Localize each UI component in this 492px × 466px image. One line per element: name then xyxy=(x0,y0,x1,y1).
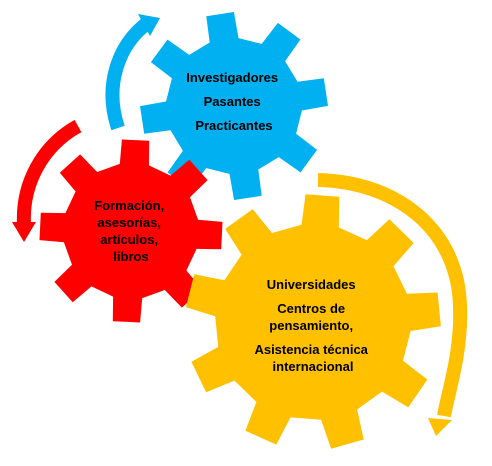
red-gear-line: artículos, xyxy=(100,232,158,247)
blue-gear-line: Practicantes xyxy=(195,118,272,133)
yellow-gear-line: internacional xyxy=(273,359,354,374)
yellow-gear-line: Universidades xyxy=(267,277,356,292)
blue-cycle-arrow xyxy=(105,14,160,131)
yellow-gear-line: Asistencia técnica xyxy=(254,342,368,357)
red-gear-label: Formación, asesorías, artículos, libros xyxy=(94,198,168,264)
yellow-gear-shape xyxy=(185,194,441,449)
blue-gear: Investigadores Pasantes Practicantes xyxy=(140,12,328,200)
red-gear-shape xyxy=(39,139,223,323)
red-gear-line: Formación, xyxy=(94,198,164,213)
red-gear-line: libros xyxy=(113,249,148,264)
blue-gear-shape xyxy=(140,12,328,200)
blue-gear-line: Investigadores xyxy=(186,70,278,85)
red-gear: Formación, asesorías, artículos, libros xyxy=(39,139,223,323)
yellow-gear-line: Centros de xyxy=(277,301,345,316)
yellow-gear: Universidades Centros de pensamiento, As… xyxy=(185,194,441,449)
yellow-gear-label: Universidades Centros de pensamiento, As… xyxy=(254,277,371,374)
red-gear-line: asesorías, xyxy=(97,215,161,230)
blue-gear-label: Investigadores Pasantes Practicantes xyxy=(186,70,281,133)
yellow-cycle-arrow xyxy=(317,173,468,436)
red-cycle-arrow xyxy=(12,119,82,242)
yellow-gear-line: pensamiento, xyxy=(269,318,353,333)
blue-gear-line: Pasantes xyxy=(204,94,261,109)
